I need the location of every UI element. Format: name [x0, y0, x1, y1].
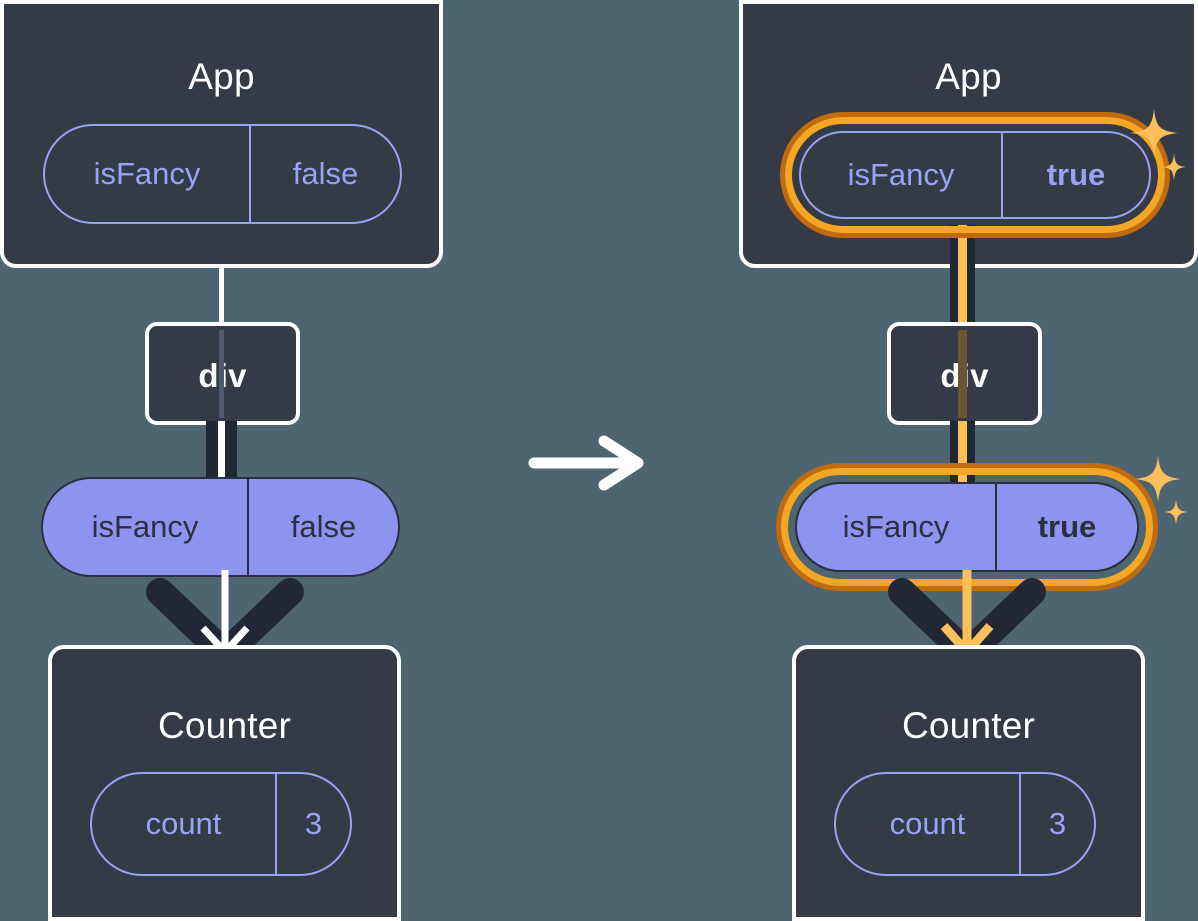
- app-state-pill-before: isFancy false: [43, 124, 402, 224]
- counter-title-after: Counter: [901, 705, 1036, 746]
- prop-value-before: false: [247, 479, 398, 575]
- app-title-after: App: [935, 56, 1002, 97]
- sparkle-icon-prop-after: [1135, 456, 1188, 525]
- panel-before: App isFancy false div isFancy false: [0, 0, 443, 921]
- counter-state-value-before: 3: [275, 774, 350, 874]
- connector-app-to-div-before: [219, 264, 224, 324]
- prop-name-after: isFancy: [842, 509, 950, 544]
- sparkle-icon-app-after: [1130, 109, 1186, 181]
- prop-name-before: isFancy: [91, 509, 199, 544]
- transition-arrow-right-icon: [528, 435, 644, 491]
- counter-state-name-after: count: [889, 806, 966, 841]
- prop-value-after: true: [995, 484, 1137, 570]
- connector-div-to-prop-stripe-before: [218, 421, 225, 483]
- app-state-name-after: isFancy: [847, 157, 955, 192]
- app-state-value-after: true: [1001, 133, 1149, 217]
- app-title-before: App: [188, 56, 255, 97]
- counter-state-pill-after: count 3: [834, 772, 1096, 876]
- counter-title-before: Counter: [157, 705, 292, 746]
- counter-state-value-after: 3: [1019, 774, 1094, 874]
- app-state-pill-after: isFancy true: [799, 131, 1151, 219]
- counter-state-name-before: count: [145, 806, 222, 841]
- prop-pill-before: isFancy false: [41, 477, 400, 577]
- app-state-name-before: isFancy: [93, 156, 201, 191]
- app-state-value-before: false: [249, 126, 400, 222]
- connector-through-div-after: [958, 330, 967, 418]
- panel-after: App isFancy true div isFancy true: [599, 0, 1198, 921]
- prop-pill-after: isFancy true: [795, 482, 1139, 572]
- connector-div-to-prop-stripe-after: [958, 421, 967, 483]
- connector-through-div-before: [219, 330, 224, 418]
- counter-state-pill-before: count 3: [90, 772, 352, 876]
- connector-app-to-div-stripe-after: [958, 225, 967, 325]
